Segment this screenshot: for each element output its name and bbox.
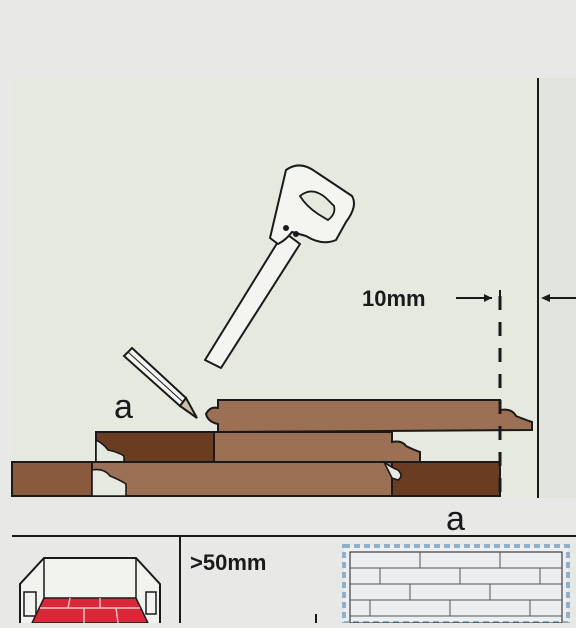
marker-a-bottom: a (446, 500, 465, 538)
board-bottom-mid (91, 461, 393, 497)
board-middle-light (213, 431, 421, 463)
lower-gap-label: >50mm (190, 550, 266, 575)
marker-a-left: a (114, 388, 133, 426)
wall-area (538, 78, 576, 498)
room-corner-icon (19, 557, 161, 624)
pencil-icon (122, 346, 198, 419)
lower-section: >50mm (12, 535, 576, 625)
board-bottom-dark (391, 461, 501, 497)
floor-boards (11, 399, 533, 497)
gap-dimension (456, 290, 576, 308)
saw-icon (204, 164, 355, 369)
top-margin (0, 0, 576, 78)
gap-label: 10mm (362, 286, 426, 311)
floor-plan-icon (342, 544, 570, 625)
board-bottom-left (11, 461, 93, 497)
board-top (204, 399, 533, 434)
